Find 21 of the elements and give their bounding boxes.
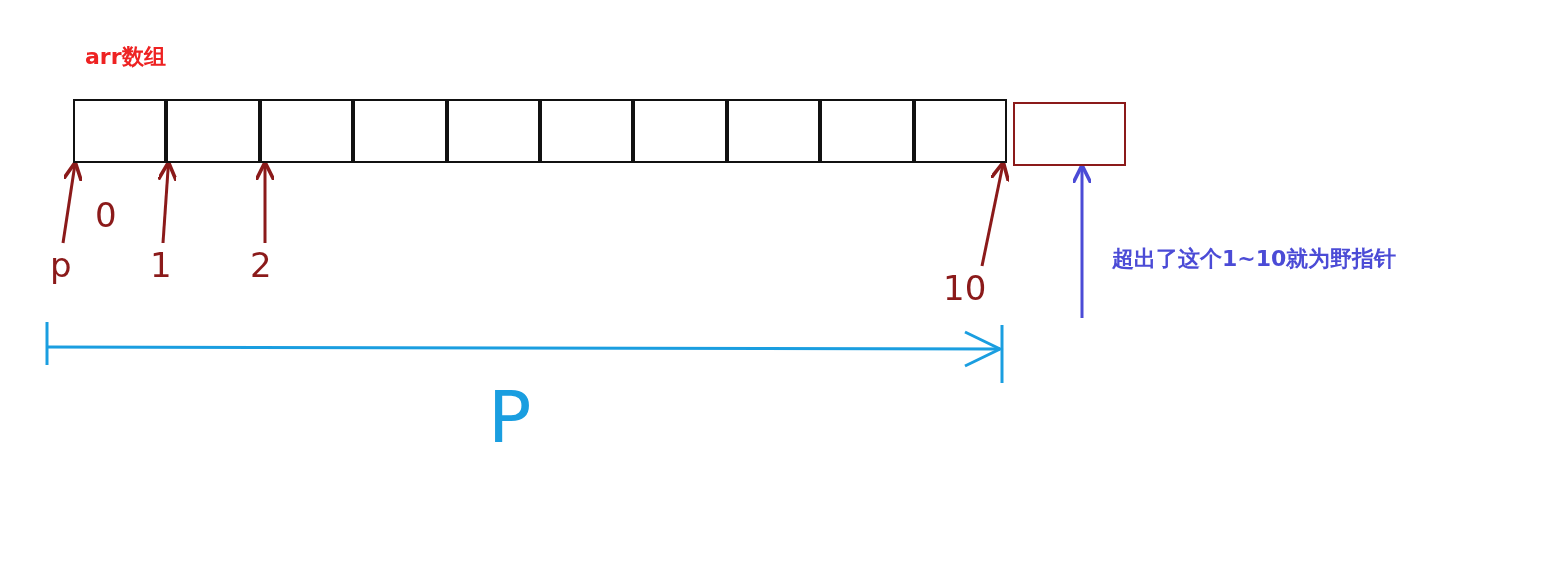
array-cell [259, 99, 354, 163]
pointer-name: p [50, 245, 72, 285]
array-cell [726, 99, 821, 163]
array-cell [166, 99, 260, 163]
index-label: 0 [95, 195, 117, 235]
range-label: P [488, 375, 532, 459]
arrow [61, 160, 84, 244]
index-label: 1 [150, 245, 176, 285]
index-label: 10 [943, 268, 995, 308]
array-cell [633, 99, 727, 163]
array-cell [73, 99, 167, 163]
arrow [156, 160, 179, 244]
index-label: 2 [250, 245, 280, 285]
array-title: arr数组 [85, 43, 166, 71]
array-cell [820, 99, 914, 163]
array-cell [353, 99, 447, 163]
array-cell [540, 99, 634, 163]
array-cell [913, 99, 1007, 163]
array-cell [446, 99, 540, 163]
edge-label: 超出了这个1~10就为野指针 [1112, 245, 1397, 273]
overflow-cell [1013, 102, 1126, 166]
